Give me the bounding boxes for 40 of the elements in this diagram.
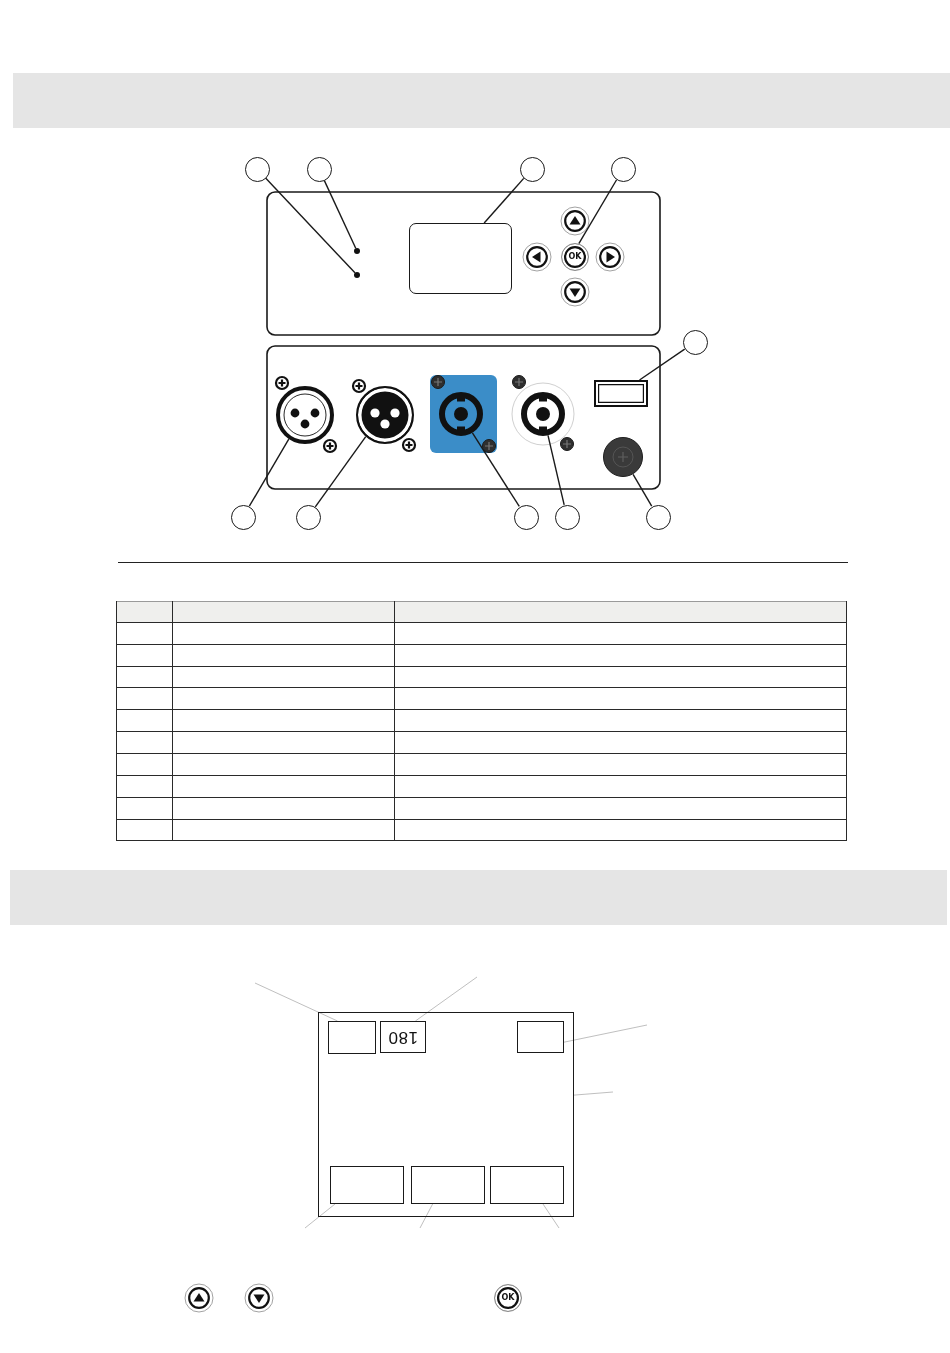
leader-line: [638, 348, 686, 381]
display-screen: [318, 1012, 574, 1217]
power-switch: [594, 380, 648, 407]
led-indicator: [354, 248, 360, 254]
screen-readout: 180: [380, 1021, 426, 1053]
callout-circle: [682, 329, 708, 355]
leader-line: [483, 177, 525, 224]
led-indicator: [354, 272, 360, 278]
leader-line: [264, 177, 356, 274]
lcd-display: [409, 223, 512, 294]
leader-line: [573, 1091, 614, 1096]
screen-area: [411, 1166, 485, 1204]
callout-circle: [610, 156, 636, 182]
screen-area: [490, 1166, 564, 1204]
callout-circle: [554, 504, 580, 530]
leader-line: [304, 1203, 336, 1229]
callout-circle: [230, 504, 256, 530]
leader-line: [632, 473, 653, 507]
leader-line: [578, 179, 618, 245]
leader-line: [542, 1203, 560, 1229]
leader-line: [563, 1024, 648, 1043]
callout-circle: [519, 156, 545, 182]
screen-area: [517, 1021, 564, 1053]
power-input-socket: [439, 392, 483, 436]
leader-line: [471, 432, 520, 508]
callout-circle: [513, 504, 539, 530]
callout-circle: [306, 156, 332, 182]
callout-circle: [295, 504, 321, 530]
ok-button: OK: [494, 1284, 522, 1312]
callout-circle: [244, 156, 270, 182]
leader-line: [323, 179, 357, 249]
leader-line: [547, 434, 565, 506]
leader-line: [254, 982, 338, 1022]
leader-line: [414, 976, 478, 1022]
leader-line: [248, 438, 290, 507]
callout-circle: [645, 504, 671, 530]
screen-area: [330, 1166, 404, 1204]
leader-line: [314, 436, 367, 508]
screen-area: [328, 1021, 376, 1054]
leader-line: [419, 1203, 434, 1229]
